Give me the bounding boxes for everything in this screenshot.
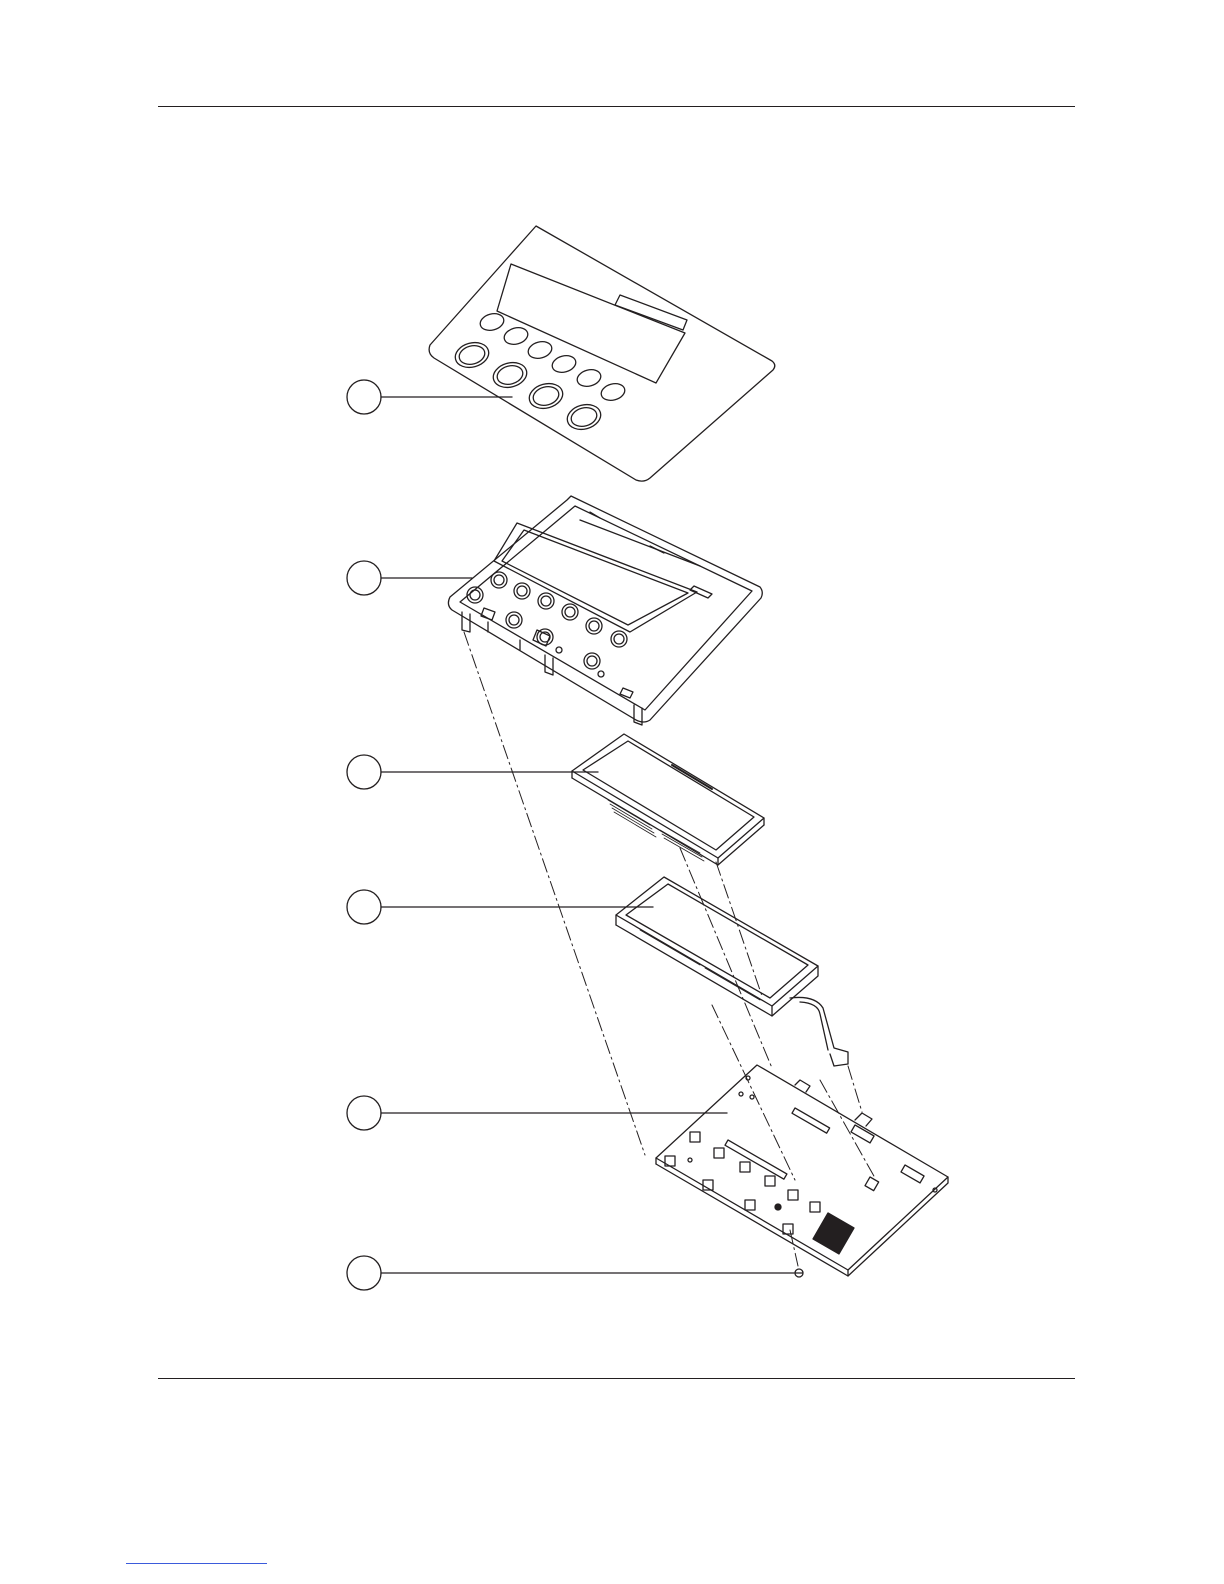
screw-part <box>795 1269 803 1277</box>
callout-4 <box>347 890 653 924</box>
callout-3 <box>347 755 598 789</box>
callout-2 <box>347 561 472 595</box>
callout-5 <box>347 1096 727 1130</box>
callout-1 <box>347 380 512 414</box>
keypad-overlay-part <box>429 226 775 481</box>
callout-6 <box>347 1256 794 1290</box>
front-panel-frame-part <box>448 496 762 725</box>
assembly-guide-lines <box>464 632 875 1266</box>
lcd-display-part <box>572 734 764 865</box>
control-pcb-part <box>656 1065 948 1276</box>
